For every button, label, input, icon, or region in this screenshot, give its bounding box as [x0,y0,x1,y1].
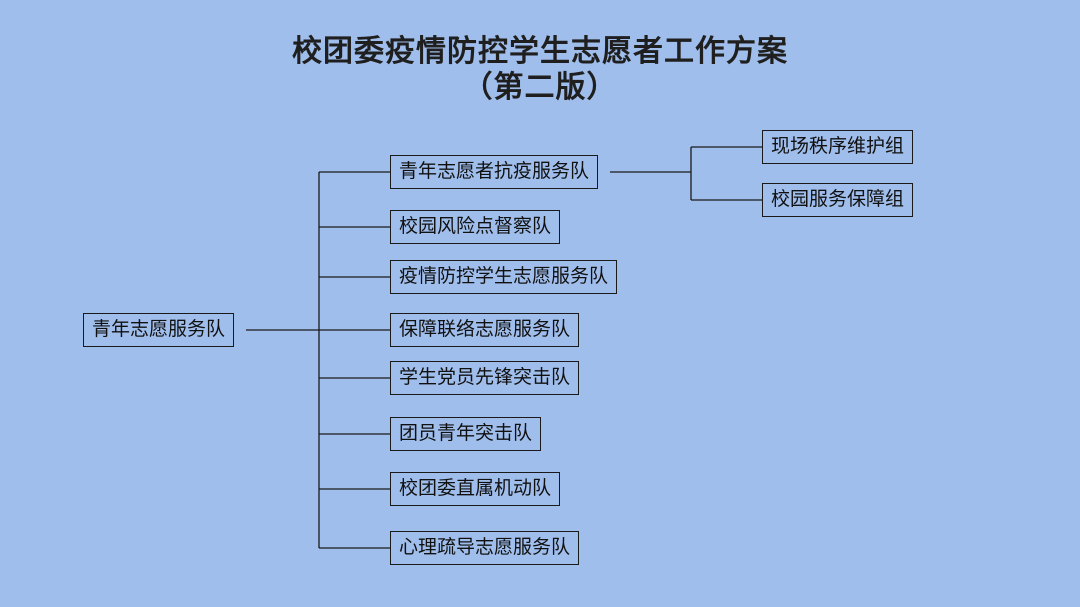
team-node: 校园风险点督察队 [390,210,561,244]
root-node: 青年志愿服务队 [83,313,235,347]
team-node: 青年志愿者抗疫服务队 [390,155,599,189]
team-node: 团员青年突击队 [390,417,542,451]
page-subtitle: （第二版） [462,70,618,105]
team-node: 学生党员先锋突击队 [390,361,580,395]
team-node: 心理疏导志愿服务队 [390,531,580,565]
subgroup-node: 现场秩序维护组 [762,130,914,164]
team-node: 校团委直属机动队 [390,472,561,506]
subgroup-node: 校园服务保障组 [762,183,914,217]
team-node: 疫情防控学生志愿服务队 [390,260,618,294]
team-node: 保障联络志愿服务队 [390,313,580,347]
page-title: 校团委疫情防控学生志愿者工作方案 [292,34,788,69]
